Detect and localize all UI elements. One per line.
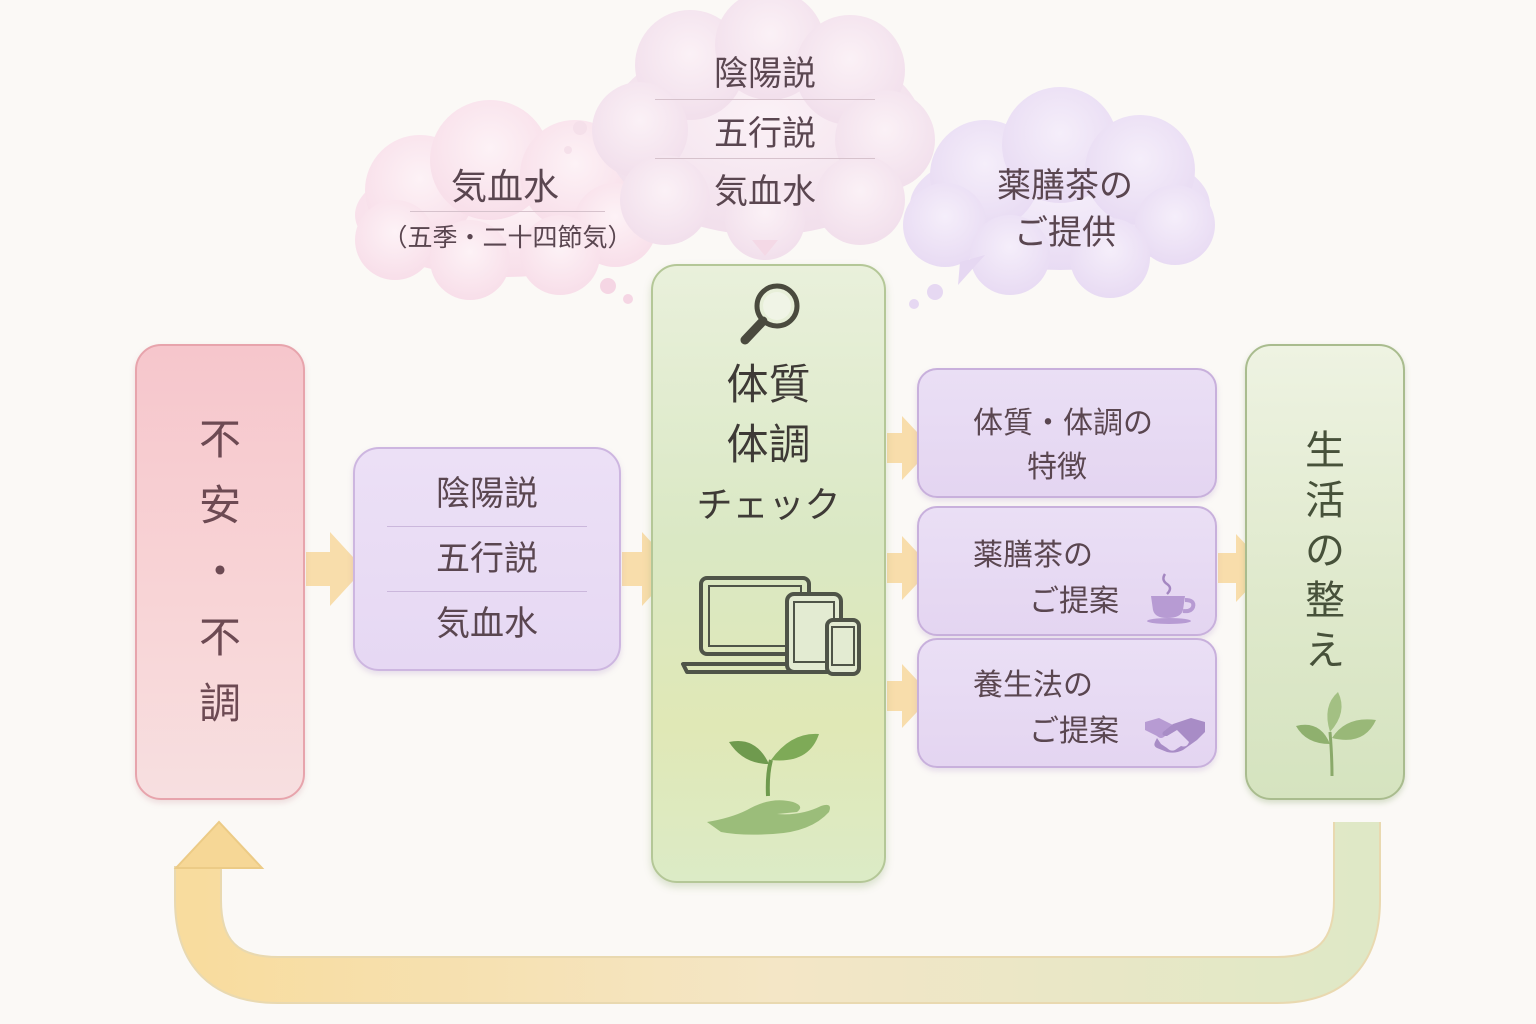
tea-cup-icon (1147, 573, 1196, 624)
cloud-right-line2: ご提供 (1014, 213, 1116, 253)
cloud-right-line1: 薬膳茶の (997, 166, 1133, 206)
theory-divider (387, 526, 587, 527)
goal-box-lifestyle: 生 活 の 整 え (1245, 344, 1405, 800)
theory-divider (387, 591, 587, 592)
theory-item-yinyang: 陰陽説 (436, 474, 538, 514)
theory-item-qi-blood-water: 気血水 (436, 604, 538, 644)
loop-back-arrow (173, 820, 1381, 1004)
cloud-center-item-2: 五行説 (714, 114, 816, 154)
flow-arrow-2 (622, 532, 676, 606)
cloud-center (564, 0, 935, 260)
flow-arrow-1 (306, 532, 364, 606)
flow-arrow-5 (887, 664, 932, 728)
cloud-left-sub: （五季・二十四節気） (382, 223, 633, 252)
check-title-line1: 体質 (726, 360, 811, 409)
check-title-line2: 体調 (726, 420, 811, 469)
flow-arrow-3 (887, 416, 932, 480)
result-regimen-line2: ご提案 (1029, 714, 1119, 749)
devices-icon (681, 576, 861, 676)
goal-label: 生 活 の 整 え (1305, 428, 1345, 674)
theory-item-five-elements: 五行説 (436, 539, 538, 579)
result-features-line2: 特徴 (1027, 450, 1087, 485)
cloud-left-title: 気血水 (450, 167, 559, 208)
result-box-regimen: 養生法の ご提案 (917, 638, 1217, 768)
cloud-center-item-1: 陰陽説 (714, 54, 816, 94)
start-label: 不 安 ・ 不 調 (198, 415, 241, 728)
magnifier-icon (740, 283, 800, 345)
cloud-right (903, 87, 1215, 309)
handshake-icon (1145, 718, 1205, 753)
theory-box: 陰陽説 五行説 気血水 (353, 447, 621, 671)
result-features-line1: 体質・体調の (973, 406, 1153, 441)
cloud-left-divider (410, 211, 605, 212)
flow-arrow-4 (887, 536, 932, 600)
flow-arrow-6 (1218, 534, 1268, 602)
result-tea-line2: ご提案 (1029, 584, 1119, 619)
cloud-center-item-3: 気血水 (714, 172, 816, 212)
result-regimen-line1: 養生法の (973, 668, 1093, 703)
cloud-center-divider-2 (655, 158, 875, 159)
result-box-tea: 薬膳茶の ご提案 (917, 506, 1217, 636)
cloud-center-divider-1 (655, 99, 875, 100)
check-title-line3: チェック (696, 485, 841, 526)
sprout-hand-icon (707, 733, 830, 835)
sprout-icon (1296, 692, 1376, 777)
result-box-features: 体質・体調の 特徴 (917, 368, 1217, 498)
constitution-check-box: 体質 体調 チェック (651, 264, 886, 883)
start-box-anxiety: 不 安 ・ 不 調 (135, 344, 305, 800)
result-tea-line1: 薬膳茶の (973, 538, 1093, 573)
